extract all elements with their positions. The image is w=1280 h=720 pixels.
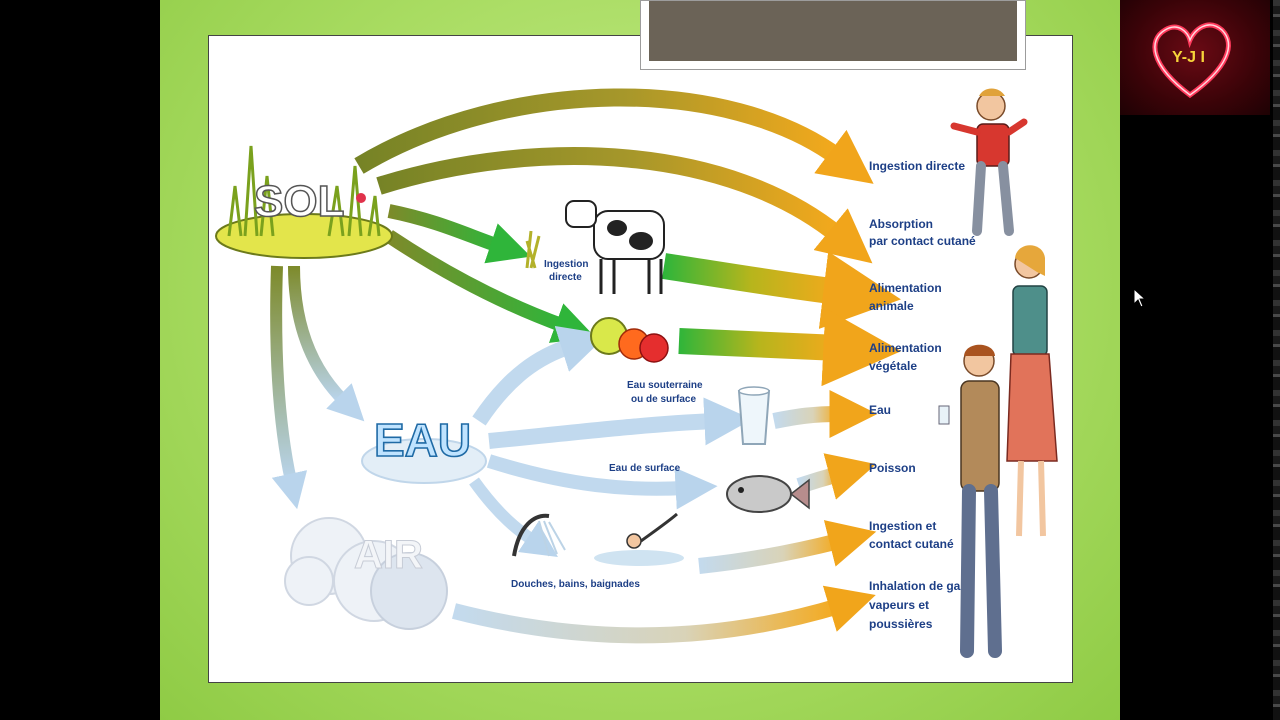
plant-illustration: [525, 230, 541, 269]
air-cloud-illustration: [284, 517, 448, 630]
logo-text: Y-J I: [1172, 49, 1205, 66]
pathway-label-line: vapeurs et: [869, 598, 929, 612]
pathway-alimentation-animale: Alimentation animale: [869, 281, 942, 313]
arrow-sol-ingestion-directe: [354, 88, 874, 184]
arrow-eau-fish: [486, 454, 718, 510]
pathway-poisson: Poisson: [869, 461, 916, 475]
arrow-sol-absorption: [376, 147, 873, 264]
label-eau-de-surface: Eau de surface: [609, 463, 681, 474]
arrow-sol-vegetables: [385, 230, 596, 343]
pathway-label-line: poussières: [869, 617, 933, 631]
pathway-label-line: Alimentation: [869, 281, 942, 295]
heart-icon: Y-J I: [1152, 22, 1231, 99]
vegetables-illustration: [590, 317, 669, 363]
pathway-ingestion-directe: Ingestion directe: [869, 159, 965, 173]
pathway-label-line: Poisson: [869, 461, 916, 475]
shower-swimmer-illustration: [512, 512, 684, 566]
pathway-inhalation: Inhalation de gaz, vapeurs et poussières: [869, 579, 970, 631]
label-ingestion-directe-line2: directe: [549, 272, 582, 283]
pathway-label-line: végétale: [869, 359, 917, 373]
pathway-label-line: par contact cutané: [869, 234, 976, 248]
arrow-glass-eau: [772, 390, 878, 439]
arrow-air-inhalation: [452, 585, 876, 644]
channel-logo: Y-J I: [1120, 0, 1270, 115]
water-glass-illustration: [737, 386, 771, 445]
pathway-label-line: Absorption: [869, 217, 933, 231]
child-illustration: [950, 88, 1028, 236]
fish-illustration: [726, 475, 810, 513]
arrow-eau-douches: [469, 477, 558, 557]
pathway-label-line: animale: [869, 299, 914, 313]
pathway-absorption: Absorption par contact cutané: [869, 217, 976, 248]
label-douches: Douches, bains, baignades: [511, 579, 640, 590]
eau-water-illustration: [361, 438, 487, 484]
title-box-fill: [649, 1, 1017, 61]
arrow-sol-eau: [288, 265, 365, 422]
label-eau-souterraine-line1: Eau souterraine: [627, 380, 703, 391]
diagram-panel: SOL Ingestion directe Eau souterraine ou…: [208, 35, 1073, 683]
arrow-eau-vegetables: [472, 325, 608, 426]
man-illustration: [938, 344, 1002, 658]
pathway-label-line: Ingestion directe: [869, 159, 965, 173]
pathway-label-line: contact cutané: [869, 537, 954, 551]
title-box: [640, 0, 1026, 70]
mouse-cursor-icon: [1133, 288, 1147, 308]
pathway-label-line: Inhalation de gaz,: [869, 579, 970, 593]
label-eau-souterraine-line2: ou de surface: [631, 394, 696, 405]
woman-illustration: [1006, 245, 1058, 537]
cow-illustration: [565, 200, 665, 294]
pathway-label-line: Alimentation: [869, 341, 942, 355]
source-sol-label: SOL: [254, 177, 344, 226]
pathway-label-line: Eau: [869, 403, 891, 417]
source-air-label: AIR: [354, 533, 423, 577]
arrow-sol-air: [270, 265, 308, 510]
label-ingestion-directe-line1: Ingestion: [544, 259, 588, 270]
arrow-cow-alimentation-animale: [662, 251, 901, 329]
source-eau-label: EAU: [374, 414, 471, 466]
arrow-sol-plant: [387, 204, 531, 264]
arrow-veg-alimentation-vegetale: [678, 308, 902, 387]
pathway-eau: Eau: [869, 403, 891, 417]
exposure-diagram: SOL Ingestion directe Eau souterraine ou…: [215, 88, 1058, 658]
pathway-alimentation-vegetale: Alimentation végétale: [869, 341, 942, 373]
right-edge-strip: [1273, 0, 1280, 720]
pathway-label-line: Ingestion et: [869, 519, 936, 533]
sol-grass-illustration: [215, 145, 393, 259]
arrow-douches-ingestion-contact: [698, 520, 877, 574]
arrow-eau-glass: [488, 397, 753, 449]
pathway-ingestion-contact: Ingestion et contact cutané: [869, 519, 954, 551]
